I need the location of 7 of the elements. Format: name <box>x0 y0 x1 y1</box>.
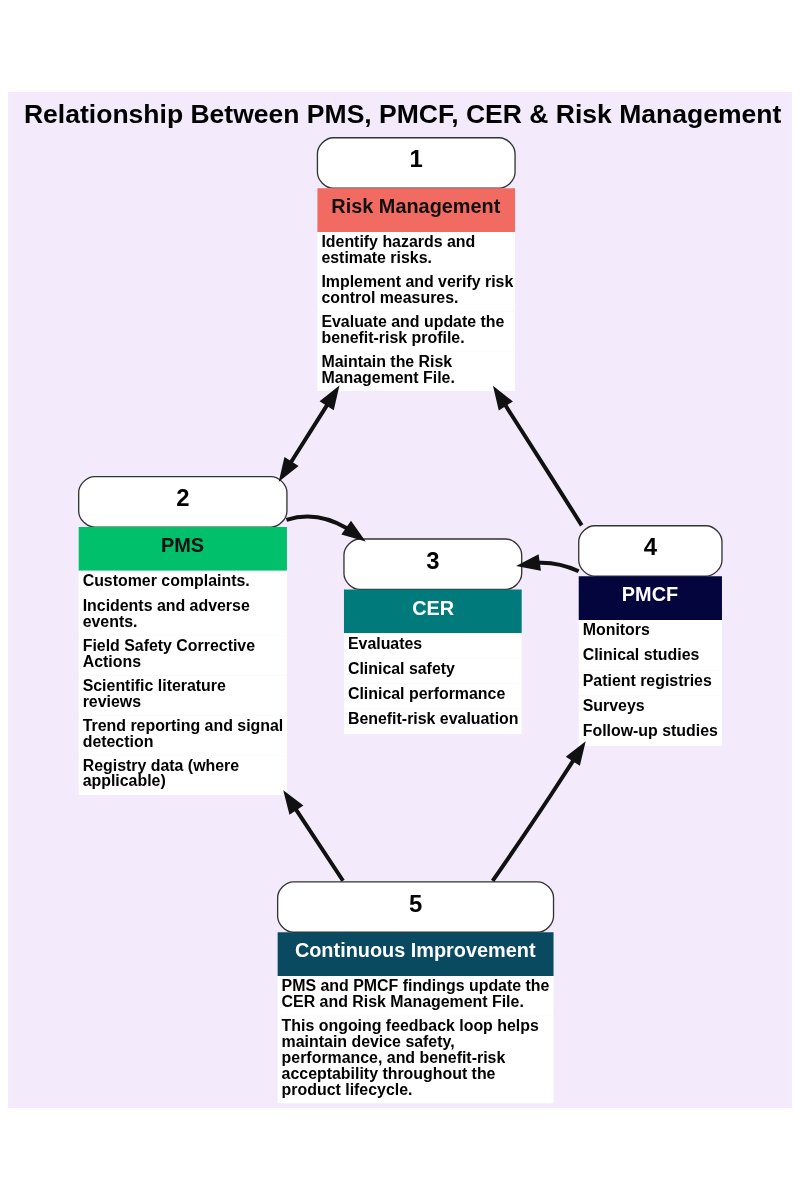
diagram-title: Relationship Between PMS, PMCF, CER & Risk Management <box>23 98 782 129</box>
arrow <box>516 554 580 574</box>
arrow <box>491 741 586 883</box>
arrow <box>492 385 584 527</box>
arrow <box>278 385 340 482</box>
arrow <box>285 514 366 542</box>
arrow <box>283 790 345 882</box>
